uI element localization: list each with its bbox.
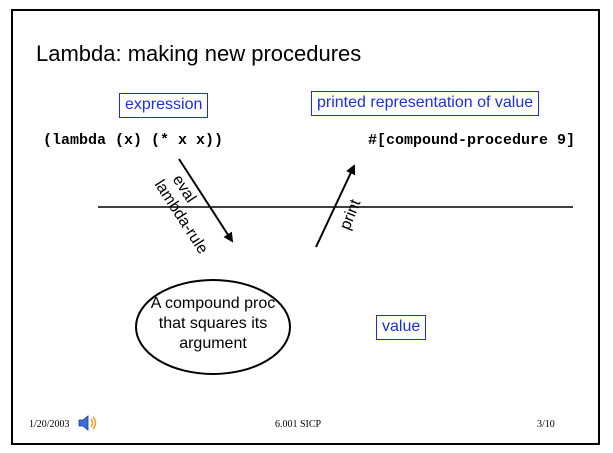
value-box: value [376, 315, 427, 340]
ellipse-text-line: A compound proc [150, 295, 276, 312]
printed-representation-box: printed representation of value [311, 91, 540, 116]
ellipse-text: A compound proc that squares its argumen… [141, 294, 285, 354]
footer-course: 6.001 SICP [275, 419, 322, 430]
compound-proc-ellipse [135, 279, 291, 375]
footer-date: 1/20/2003 [29, 419, 70, 430]
slide-diagram [98, 158, 573, 375]
compound-procedure-output: #[compound-procedure 9] [368, 132, 576, 149]
eval-arrow [178, 158, 234, 243]
footer-page-number: 3/10 [537, 419, 555, 430]
ellipse-text-line: that squares its [158, 315, 268, 332]
speaker-icon[interactable] [77, 413, 99, 433]
slide: Lambda: making new procedures expression… [11, 9, 600, 445]
expression-box: expression [119, 93, 209, 118]
ellipse-text-line: argument [179, 335, 247, 352]
print-arrow [315, 164, 356, 248]
slide-title: Lambda: making new procedures [36, 41, 362, 66]
lambda-expression-code: (lambda (x) (* x x)) [43, 132, 224, 149]
